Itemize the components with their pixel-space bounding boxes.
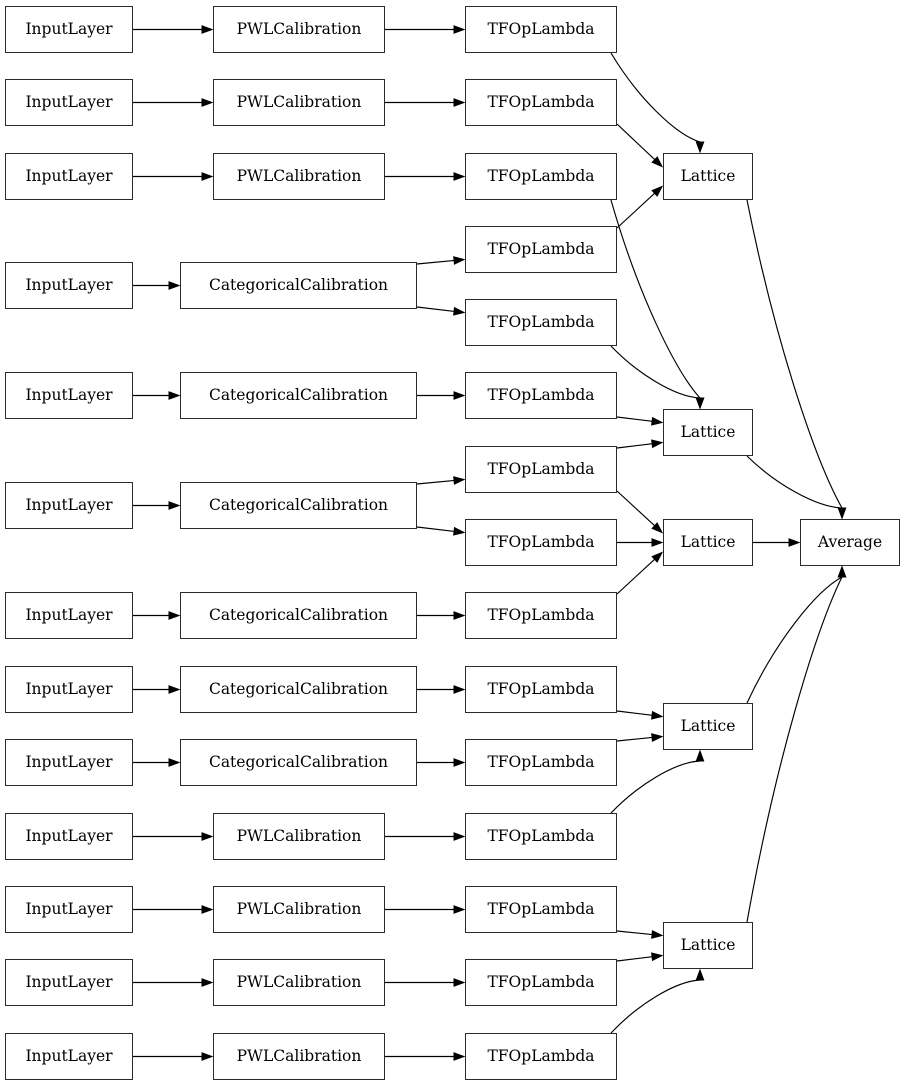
edge-cal8-to-op10 [417,685,466,694]
node-in1[interactable]: InputLayer [5,6,133,53]
node-in13[interactable]: InputLayer [5,1033,133,1080]
node-op10[interactable]: TFOpLambda [465,666,617,713]
edge-op14-to-lat5 [616,952,664,962]
edge-op6-to-lat2 [616,416,664,426]
edge-cal13-to-op15 [385,1052,466,1061]
node-in3[interactable]: InputLayer [5,153,133,200]
edge-cal12-to-op14 [385,978,466,987]
node-lat1[interactable]: Lattice [663,153,753,200]
edge-lat3-to-avg [753,538,801,547]
edge-cal2-to-op2 [385,98,466,107]
node-in7[interactable]: InputLayer [5,592,133,639]
node-cal7[interactable]: CategoricalCalibration [180,592,417,639]
node-in2[interactable]: InputLayer [5,79,133,126]
node-op15[interactable]: TFOpLambda [465,1033,617,1080]
edge-cal4-to-op4 [416,256,466,265]
node-in8[interactable]: InputLayer [5,666,133,713]
edge-cal10-to-op12 [385,832,466,841]
node-op13[interactable]: TFOpLambda [465,886,617,933]
node-op11[interactable]: TFOpLambda [465,739,617,786]
edge-in4-to-cal4 [133,281,181,290]
edge-cal3-to-op3 [385,172,466,181]
edge-op2-to-lat1 [616,123,664,168]
edge-op15-to-lat5 [610,968,705,1034]
node-op14[interactable]: TFOpLambda [465,959,617,1006]
node-cal1[interactable]: PWLCalibration [213,6,385,53]
edge-lat1-to-avg [746,199,847,520]
edge-cal9-to-op11 [417,758,466,767]
node-in10[interactable]: InputLayer [5,813,133,860]
node-lat5[interactable]: Lattice [663,922,753,969]
node-in6[interactable]: InputLayer [5,482,133,529]
node-op7[interactable]: TFOpLambda [465,446,617,493]
edge-op7-to-lat3 [616,490,664,534]
node-cal3[interactable]: PWLCalibration [213,153,385,200]
edge-op10-to-lat4 [616,710,664,720]
node-op5[interactable]: TFOpLambda [465,299,617,346]
node-in4[interactable]: InputLayer [5,262,133,309]
edge-in9-to-cal9 [133,758,181,767]
edge-op7-to-lat2 [616,439,664,449]
edge-in1-to-cal1 [133,25,214,34]
edge-lat4-to-avg [746,565,847,704]
edge-in12-to-cal12 [133,978,214,987]
edge-in13-to-cal13 [133,1052,214,1061]
edge-op11-to-lat4 [616,733,664,742]
edge-op3-to-lat2 [610,199,705,410]
node-cal11[interactable]: PWLCalibration [213,886,385,933]
node-avg[interactable]: Average [800,519,900,566]
edge-op13-to-lat5 [616,930,664,939]
node-cal5[interactable]: CategoricalCalibration [180,372,417,419]
node-lat4[interactable]: Lattice [663,703,753,750]
node-cal8[interactable]: CategoricalCalibration [180,666,417,713]
node-cal2[interactable]: PWLCalibration [213,79,385,126]
node-cal10[interactable]: PWLCalibration [213,813,385,860]
edge-cal4-to-op5 [416,306,466,316]
node-lat3[interactable]: Lattice [663,519,753,566]
node-op9[interactable]: TFOpLambda [465,592,617,639]
edge-cal7-to-op9 [417,611,466,620]
edge-op12-to-lat4 [610,749,705,814]
node-in12[interactable]: InputLayer [5,959,133,1006]
edge-cal11-to-op13 [385,905,466,914]
edge-cal6-to-op7 [416,476,466,485]
edge-lat5-to-avg [746,565,847,923]
node-op2[interactable]: TFOpLambda [465,79,617,126]
node-cal6[interactable]: CategoricalCalibration [180,482,417,529]
node-cal9[interactable]: CategoricalCalibration [180,739,417,786]
node-op6[interactable]: TFOpLambda [465,372,617,419]
edge-cal1-to-op1 [385,25,466,34]
node-in9[interactable]: InputLayer [5,739,133,786]
edge-cal6-to-op8 [416,526,466,536]
node-in11[interactable]: InputLayer [5,886,133,933]
node-lat2[interactable]: Lattice [663,409,753,456]
edge-op8-to-lat3 [617,538,664,547]
node-op12[interactable]: TFOpLambda [465,813,617,860]
node-cal4[interactable]: CategoricalCalibration [180,262,417,309]
edge-in5-to-cal5 [133,391,181,400]
edge-op9-to-lat3 [616,551,664,595]
node-op1[interactable]: TFOpLambda [465,6,617,53]
node-op8[interactable]: TFOpLambda [465,519,617,566]
node-cal12[interactable]: PWLCalibration [213,959,385,1006]
edge-in6-to-cal6 [133,501,181,510]
edge-in10-to-cal10 [133,832,214,841]
edge-in8-to-cal8 [133,685,181,694]
edge-lat2-to-avg [746,455,847,520]
edge-op1-to-lat1 [610,52,705,154]
edge-op4-to-lat1 [616,185,664,229]
edge-op5-to-lat2 [610,345,705,410]
node-op3[interactable]: TFOpLambda [465,153,617,200]
edge-in7-to-cal7 [133,611,181,620]
node-in5[interactable]: InputLayer [5,372,133,419]
edge-in11-to-cal11 [133,905,214,914]
edge-in2-to-cal2 [133,98,214,107]
edge-in3-to-cal3 [133,172,214,181]
edge-cal5-to-op6 [417,391,466,400]
node-cal13[interactable]: PWLCalibration [213,1033,385,1080]
node-op4[interactable]: TFOpLambda [465,226,617,273]
